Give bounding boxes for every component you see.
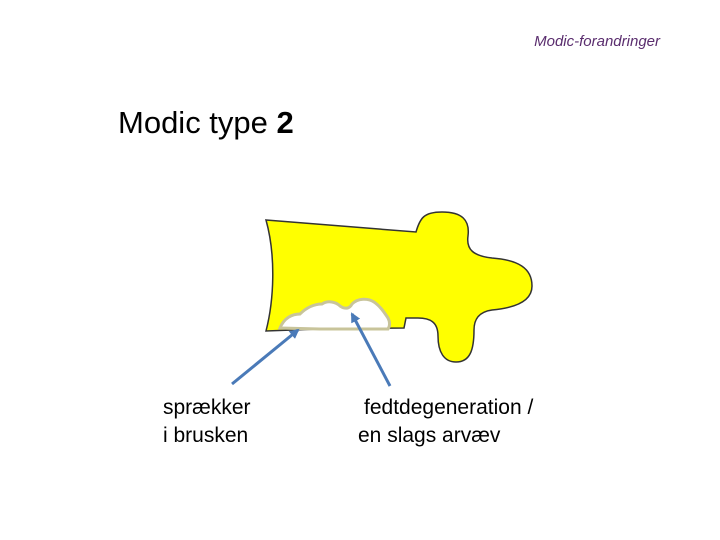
label-cracks: sprækker i brusken — [163, 394, 251, 450]
label-cracks-line2: i brusken — [163, 424, 249, 447]
label-fat: fedtdegeneration / en slags arvæv — [358, 394, 533, 450]
label-fat-line1: fedtdegeneration / — [364, 396, 534, 419]
arrow-fat — [350, 312, 392, 387]
title-number: 2 — [276, 105, 294, 140]
vertebra-shape — [264, 211, 533, 363]
slide-title: Modic type 2 — [118, 105, 294, 141]
label-fat-line2: en slags arvæv — [358, 424, 501, 447]
label-cracks-line1: sprækker — [163, 396, 251, 419]
lesion-area — [277, 297, 391, 331]
header-label: Modic-forandringer — [534, 33, 660, 50]
arrow-cracks — [231, 328, 300, 386]
title-text: Modic type — [118, 105, 268, 140]
